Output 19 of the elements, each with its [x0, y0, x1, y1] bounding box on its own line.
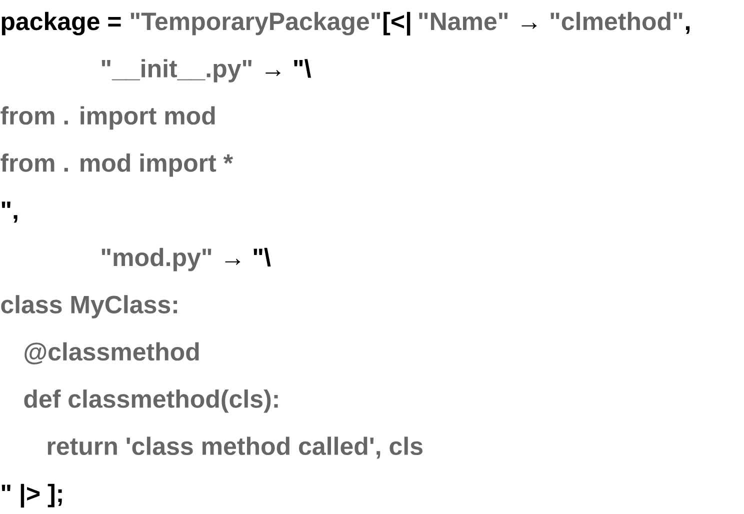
code-text: , — [686, 26, 690, 34]
code-text: def classmethod(cls): — [24, 390, 278, 413]
code-text: → — [522, 22, 537, 29]
code-text: " |> ]; — [2, 484, 62, 508]
code-text: "TemporaryPackage" — [130, 12, 380, 36]
code-text: [<| — [384, 12, 410, 36]
code-text: "mod.py" — [102, 248, 212, 272]
code-text: from . import mod — [0, 106, 215, 130]
code-text: "clmethod" — [550, 12, 682, 30]
code-text: → "\ — [266, 59, 312, 78]
code-text: package = — [2, 12, 121, 36]
code-text: "__init__.py" — [102, 59, 252, 82]
code-text: from . mod import * — [0, 153, 234, 177]
code-text: ", — [2, 202, 18, 223]
code-text: return 'class method called', cls — [48, 436, 422, 459]
code-text: "Name" — [419, 12, 508, 30]
code-text: @classmethod — [24, 342, 199, 364]
code-text: class MyClass: — [1, 295, 178, 318]
code-text: → "\ — [225, 248, 271, 266]
